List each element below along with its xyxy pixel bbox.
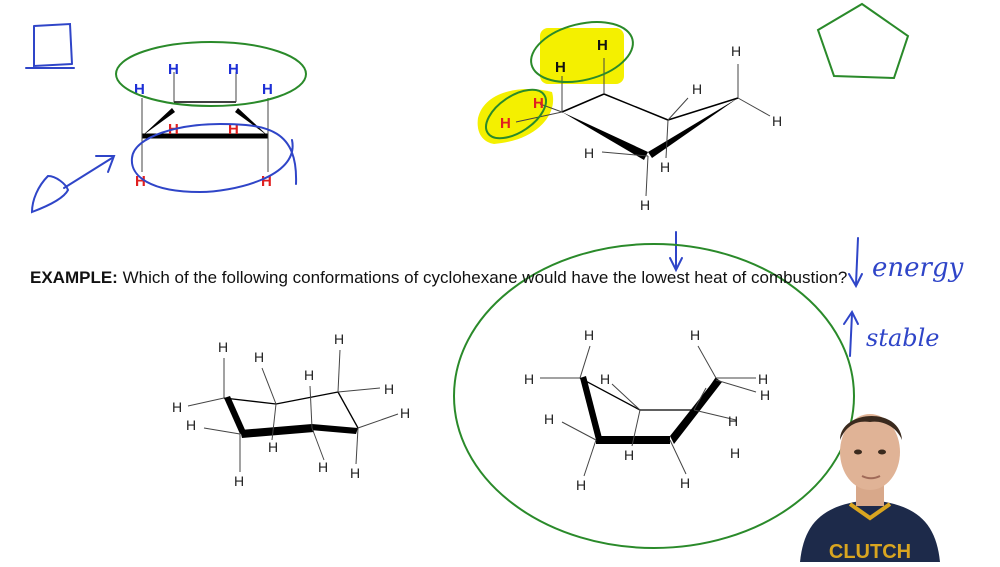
green-circle-annotation bbox=[530, 21, 634, 83]
atom-label: H bbox=[597, 37, 608, 54]
atom-label: H bbox=[680, 475, 690, 491]
atom-label: H bbox=[384, 381, 394, 397]
atom-label: H bbox=[772, 113, 782, 129]
twist-boat-molecule: H H H H H H H H H H H H bbox=[172, 331, 410, 489]
atom-label: H bbox=[254, 349, 264, 365]
blue-circle-annotation bbox=[130, 122, 298, 194]
atom-label: H bbox=[172, 399, 182, 415]
atom-label: H bbox=[584, 327, 594, 343]
atom-label: H bbox=[731, 43, 741, 59]
atom-label: H bbox=[690, 327, 700, 343]
presenter-video: CLUTCH bbox=[800, 414, 940, 562]
atom-label: H bbox=[228, 61, 239, 78]
atom-label: H bbox=[228, 121, 239, 138]
atom-label: H bbox=[728, 413, 738, 429]
atom-label: H bbox=[576, 477, 586, 493]
square-sketch bbox=[25, 22, 75, 69]
atom-label: H bbox=[134, 81, 145, 98]
atom-label: H bbox=[692, 81, 702, 97]
blue-triangle-sketch bbox=[30, 174, 70, 214]
lower-energy-note: energy bbox=[848, 237, 964, 289]
question-text: Which of the following conformations of … bbox=[122, 268, 848, 287]
atom-label: H bbox=[304, 367, 314, 383]
atom-label: H bbox=[334, 331, 344, 347]
stable-annotation: stable bbox=[866, 324, 940, 352]
atom-label: H bbox=[135, 173, 146, 190]
highlight-marks bbox=[477, 28, 624, 144]
example-label: EXAMPLE: bbox=[30, 268, 118, 287]
atom-label: H bbox=[524, 371, 534, 387]
chair-molecule: H H H H H H H H H H H H bbox=[524, 327, 770, 493]
atom-label: H bbox=[261, 173, 272, 190]
atom-label: H bbox=[168, 61, 179, 78]
atom-label: H bbox=[318, 459, 328, 475]
atom-label: H bbox=[600, 371, 610, 387]
blue-down-arrow-annotation bbox=[669, 231, 683, 273]
atom-label: H bbox=[758, 371, 768, 387]
atom-label: H bbox=[350, 465, 360, 481]
more-stable-note: stable bbox=[843, 310, 940, 357]
atom-label: H bbox=[640, 197, 650, 213]
atom-label: H bbox=[400, 405, 410, 421]
atom-label: H bbox=[584, 145, 594, 161]
green-circle-annotation bbox=[115, 41, 307, 107]
example-question: EXAMPLE: Which of the following conforma… bbox=[30, 268, 847, 288]
blue-arrow-annotation bbox=[63, 155, 116, 189]
atom-label: H bbox=[544, 411, 554, 427]
atom-label: H bbox=[262, 81, 273, 98]
atom-label: H bbox=[268, 439, 278, 455]
answer-circle-annotation bbox=[453, 243, 855, 549]
atom-label: H bbox=[186, 417, 196, 433]
atom-label: H bbox=[760, 387, 770, 403]
puckered-cyclopentane-molecule: H H H H H H H H H H bbox=[500, 37, 782, 213]
atom-label: H bbox=[533, 95, 544, 112]
pentagon-sketch bbox=[816, 2, 910, 80]
atom-label: H bbox=[555, 59, 566, 76]
atom-label: H bbox=[730, 445, 740, 461]
atom-label: H bbox=[660, 159, 670, 175]
shirt-logo-text: CLUTCH bbox=[829, 541, 911, 562]
atom-label: H bbox=[500, 115, 511, 132]
atom-label: H bbox=[234, 473, 244, 489]
green-circle-annotation bbox=[485, 88, 547, 140]
atom-label: H bbox=[218, 339, 228, 355]
atom-label: H bbox=[624, 447, 634, 463]
energy-annotation: energy bbox=[872, 253, 964, 283]
